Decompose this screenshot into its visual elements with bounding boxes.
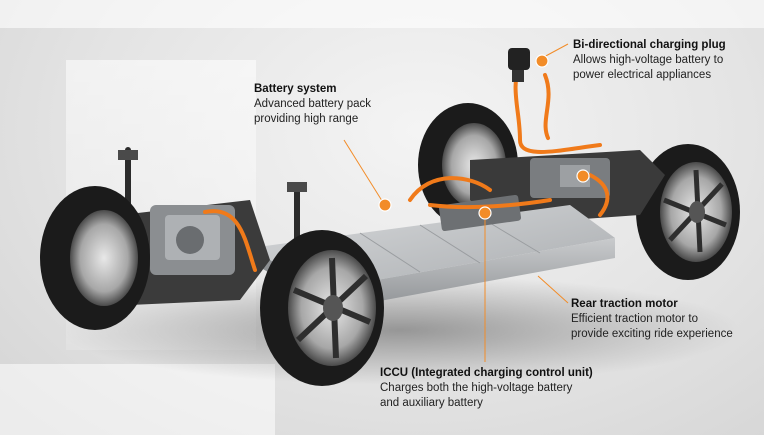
callout-dots bbox=[378, 54, 590, 220]
callout-desc: Efficient traction motor to bbox=[571, 313, 698, 325]
charging-plug-callout: Bi-directional charging plug Allows high… bbox=[573, 38, 763, 83]
callout-desc: Charges both the high-voltage battery bbox=[380, 382, 573, 394]
callout-title: Bi-directional charging plug bbox=[573, 39, 726, 51]
callout-title: ICCU (Integrated charging control unit) bbox=[380, 367, 593, 379]
leader-lines bbox=[343, 43, 569, 362]
front-right-wheel bbox=[260, 230, 384, 386]
front-left-wheel bbox=[40, 186, 150, 330]
battery-dot bbox=[378, 198, 392, 212]
plug-dot bbox=[535, 54, 549, 68]
callout-desc: Allows high-voltage battery to bbox=[573, 54, 724, 66]
callout-desc: and auxiliary battery bbox=[380, 397, 483, 409]
motor-dot bbox=[576, 169, 590, 183]
top-band bbox=[0, 0, 764, 28]
callout-desc: provide exciting ride experience bbox=[571, 328, 733, 340]
iccu-callout: ICCU (Integrated charging control unit) … bbox=[380, 366, 620, 411]
ground-shadow bbox=[60, 275, 740, 385]
callout-desc: providing high range bbox=[254, 113, 359, 125]
callout-title: Battery system bbox=[254, 83, 337, 95]
iccu-dot bbox=[478, 206, 492, 220]
charging-plug bbox=[508, 48, 530, 82]
hv-cables bbox=[203, 58, 610, 272]
callout-title: Rear traction motor bbox=[571, 298, 678, 310]
callout-desc: power electrical appliances bbox=[573, 69, 712, 81]
rear-motor-callout: Rear traction motor Efficient traction m… bbox=[571, 297, 761, 342]
callout-desc: Advanced battery pack bbox=[254, 98, 371, 110]
battery-system-callout: Battery system Advanced battery pack pro… bbox=[254, 82, 394, 127]
